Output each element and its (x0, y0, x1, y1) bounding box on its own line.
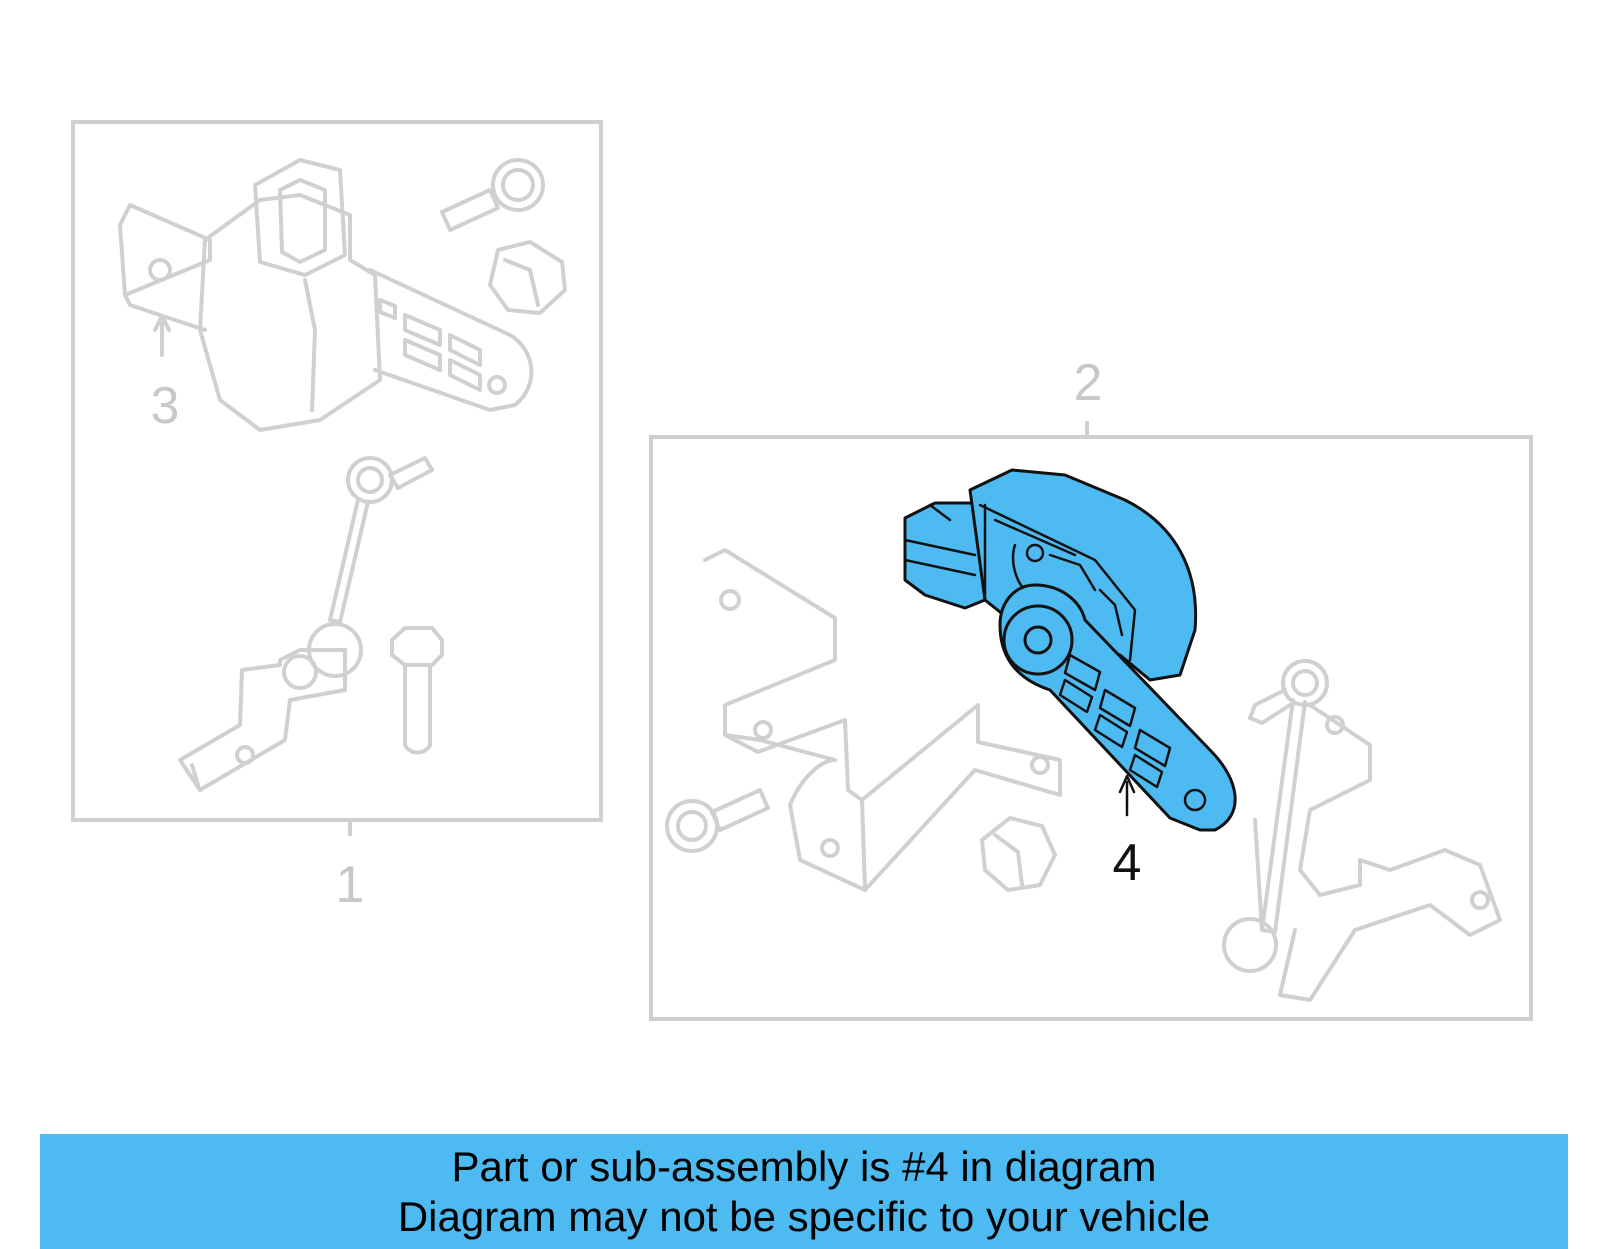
footer-line-disclaimer: Diagram may not be specific to your vehi… (397, 1193, 1211, 1240)
bolt-vertical-faded (390, 626, 444, 755)
link-rod-right-faded (1222, 659, 1502, 1002)
link-rod-faded (178, 456, 434, 792)
bolt-faded (440, 158, 545, 232)
callout-1: 1 (336, 856, 365, 914)
footer-banner: Part or sub-assembly is #4 in diagram Di… (40, 1134, 1568, 1249)
height-sensor-faded (118, 158, 534, 432)
footer-line-part-number: Part or sub-assembly is #4 in diagram (451, 1143, 1157, 1190)
bolt-lower-faded (665, 788, 770, 853)
nut-faded (488, 240, 567, 315)
callout-3: 3 (151, 377, 180, 435)
assembly-box-2: 2 (649, 354, 1533, 1021)
bracket-faded (703, 548, 1062, 892)
highlighted-part-4[interactable] (903, 468, 1237, 832)
callout-4: 4 (1113, 834, 1142, 892)
assembly-box-1: 1 3 (71, 120, 603, 914)
nut-lower-faded (980, 816, 1057, 892)
callout-2: 2 (1074, 354, 1103, 412)
